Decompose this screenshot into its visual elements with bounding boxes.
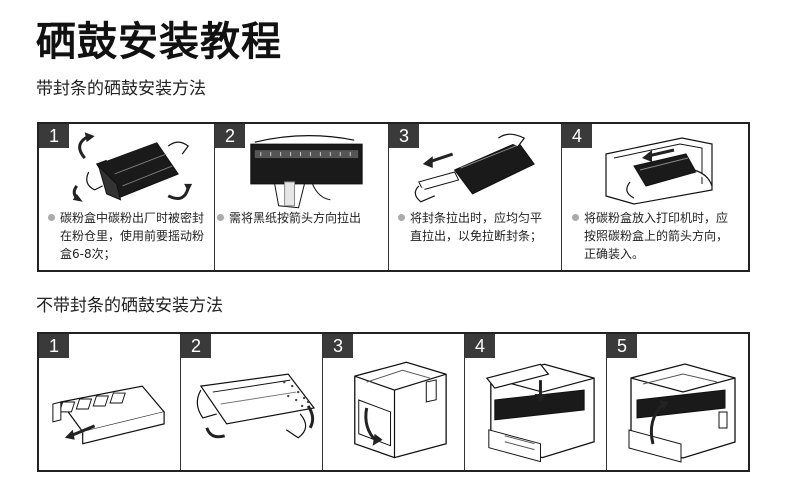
step-card-1: 1: [39, 334, 181, 470]
step-number-badge: 4: [465, 334, 495, 358]
open-printer-cover-illustration: [354, 361, 447, 459]
step-number-badge: 3: [323, 334, 353, 358]
bullet-icon: [217, 214, 224, 221]
insert-cartridge-illustration: [605, 137, 713, 205]
step-card-5: 5: [607, 334, 748, 470]
step-card-4: 4 将碳粉盒放入打印机时，应按照碳粉盒上的箭头方向，正确装入。: [562, 124, 748, 270]
section1-heading: 带封条的硒鼓安装方法: [36, 79, 206, 99]
arrow-down-left-icon: [64, 424, 96, 440]
section2-heading: 不带封条的硒鼓安装方法: [36, 296, 223, 316]
step-card-4: 4: [465, 334, 607, 470]
section1-steps-panel: 1 碳粉盒中碳粉出厂时被密封在粉仓里，使用前要摇动粉盒6-8次； 2: [37, 122, 750, 272]
step-number-badge: 3: [389, 124, 419, 148]
step-number-badge: 2: [181, 334, 211, 358]
step-description: 碳粉盒中碳粉出厂时被密封在粉仓里，使用前要摇动粉盒6-8次；: [48, 209, 210, 263]
step-card-2: 2 需将黑纸按箭头方向拉出: [215, 124, 389, 270]
page-title: 硒鼓安装教程: [36, 19, 282, 65]
unpack-cartridge-illustration: [52, 385, 166, 445]
step-description: 将碳粉盒放入打印机时，应按照碳粉盒上的箭头方向，正确装入。: [572, 209, 732, 263]
step-number-badge: 4: [562, 124, 592, 148]
shake-cartridge-illustration: [72, 132, 193, 202]
step-description: 将封条拉出时，应均匀平直拉出，以免拉断封条；: [398, 209, 553, 245]
insert-drum-illustration: [485, 363, 595, 463]
step-number-badge: 5: [607, 334, 637, 358]
step-number-badge: 1: [39, 124, 69, 148]
step-card-3: 3: [323, 334, 465, 470]
curved-arrow-down-icon: [364, 407, 383, 446]
section2-steps-panel: 1 2: [37, 332, 750, 472]
pull-seal-strip-illustration: [414, 133, 535, 203]
arrow-left-icon: [422, 152, 454, 168]
arrow-down-icon: [534, 380, 547, 402]
step-card-2: 2: [181, 334, 323, 470]
curved-arrow-up-icon: [649, 400, 669, 445]
bullet-icon: [398, 214, 405, 221]
arrow-left-icon: [642, 148, 675, 162]
step-number-badge: 1: [39, 334, 69, 358]
bullet-icon: [572, 214, 579, 221]
close-printer-cover-illustration: [628, 363, 736, 463]
shake-drum-illustration: [196, 373, 316, 439]
curved-arrow-icon: [205, 405, 315, 439]
pull-black-paper-illustration: [250, 135, 363, 209]
step-card-3: 3 将封条拉出时，应均匀平直拉出，以免拉断封条；: [389, 124, 562, 270]
step-number-badge: 2: [215, 124, 245, 148]
bullet-icon: [48, 214, 55, 221]
step-description: 需将黑纸按箭头方向拉出: [217, 209, 384, 227]
step-card-1: 1 碳粉盒中碳粉出厂时被密封在粉仓里，使用前要摇动粉盒6-8次；: [39, 124, 215, 270]
